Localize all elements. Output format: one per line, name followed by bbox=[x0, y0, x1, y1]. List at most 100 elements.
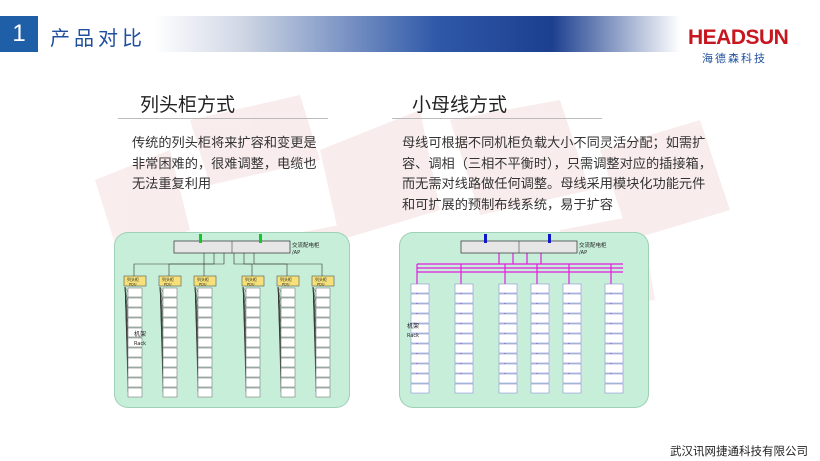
left-rack-unit bbox=[280, 377, 296, 388]
right-rack-unit bbox=[604, 333, 624, 344]
left-rack-label: 机架 bbox=[134, 330, 146, 338]
left-rack-unit bbox=[280, 307, 296, 318]
left-rack-cable bbox=[277, 286, 282, 393]
right-description-line: 母线可根据不同机柜负载大小不同灵活分配；如需扩 bbox=[402, 136, 706, 151]
right-rack-unit bbox=[498, 283, 518, 294]
left-rack-cable bbox=[194, 286, 199, 393]
right-rack-unit bbox=[562, 353, 582, 364]
left-rack-unit bbox=[245, 327, 261, 338]
logo-cn-name: 海德森科技 bbox=[702, 52, 767, 65]
footer-company: 武汉讯网捷通科技有限公司 bbox=[670, 444, 808, 458]
left-rack-unit bbox=[315, 307, 331, 318]
right-rack-unit bbox=[410, 303, 430, 314]
left-description-line: 非常困难的，很难调整，电缆也 bbox=[132, 156, 317, 172]
right-source-sub: /AP bbox=[579, 250, 587, 256]
left-rack-unit bbox=[315, 347, 331, 358]
left-rack-unit bbox=[162, 357, 178, 368]
right-rack-unit bbox=[454, 343, 474, 354]
left-pdu bbox=[311, 275, 335, 287]
right-rack-unit bbox=[498, 313, 518, 324]
left-rack-unit bbox=[245, 367, 261, 378]
right-rack-unit bbox=[604, 313, 624, 324]
right-rack-unit bbox=[454, 283, 474, 294]
left-pdu bbox=[193, 275, 217, 287]
right-rack-unit bbox=[454, 363, 474, 374]
left-pdu-sub: PDU bbox=[317, 283, 325, 287]
left-pdu-label: 列头柜 bbox=[280, 276, 292, 282]
right-rack-unit bbox=[454, 323, 474, 334]
left-rack-unit bbox=[245, 297, 261, 308]
right-rack-unit bbox=[530, 333, 550, 344]
left-rack-unit bbox=[280, 287, 296, 298]
left-pdu bbox=[276, 275, 300, 287]
right-rack-unit bbox=[498, 303, 518, 314]
left-rack-unit bbox=[245, 377, 261, 388]
left-rack-unit bbox=[162, 287, 178, 298]
right-rack-unit bbox=[454, 373, 474, 384]
right-section-title: 小母线方式 bbox=[412, 94, 508, 116]
left-pdu bbox=[158, 275, 182, 287]
left-rack-unit bbox=[197, 337, 213, 348]
right-rack-unit bbox=[604, 363, 624, 374]
left-rack-unit bbox=[162, 377, 178, 388]
left-pdu-sub: PDU bbox=[164, 283, 172, 287]
right-rack-unit bbox=[562, 333, 582, 344]
right-description-line: 和可扩展的预制布线系统，易于扩容 bbox=[402, 197, 613, 213]
left-rack-unit bbox=[127, 297, 143, 308]
left-rack-unit bbox=[197, 307, 213, 318]
right-rack-unit bbox=[498, 383, 518, 394]
right-rack-unit bbox=[498, 363, 518, 374]
company-logo: HEADSUN 海德森科技 bbox=[688, 27, 789, 66]
left-rack-sub: Rack bbox=[134, 341, 146, 347]
right-rack-unit bbox=[498, 353, 518, 364]
right-title-underline bbox=[392, 118, 602, 119]
left-rack-cable bbox=[124, 286, 129, 393]
right-rack-unit bbox=[562, 283, 582, 294]
left-rack-unit bbox=[127, 337, 143, 348]
section-number: 1 bbox=[0, 16, 38, 52]
right-rack-unit bbox=[562, 313, 582, 324]
left-rack-cable bbox=[277, 286, 282, 293]
left-rack-unit bbox=[315, 337, 331, 348]
right-rack-unit bbox=[454, 333, 474, 344]
right-rack-unit bbox=[530, 383, 550, 394]
left-feed-cable bbox=[243, 253, 288, 276]
right-rack-unit bbox=[530, 323, 550, 334]
left-rack-unit bbox=[245, 357, 261, 368]
left-rack-unit bbox=[315, 377, 331, 388]
right-rack-unit bbox=[562, 323, 582, 334]
right-rack-unit bbox=[562, 303, 582, 314]
left-rack-unit bbox=[162, 347, 178, 358]
right-rack-unit bbox=[562, 343, 582, 354]
left-rack-cable bbox=[242, 286, 247, 293]
left-pdu bbox=[123, 275, 147, 287]
left-rack-unit bbox=[245, 287, 261, 298]
right-rack-unit bbox=[530, 353, 550, 364]
left-rack-cable bbox=[124, 286, 129, 293]
right-rack-unit bbox=[498, 333, 518, 344]
left-rack-unit bbox=[127, 317, 143, 328]
left-rack-unit bbox=[280, 367, 296, 378]
left-rack-unit bbox=[197, 327, 213, 338]
left-rack-cable bbox=[312, 286, 317, 293]
left-pdu-sub: PDU bbox=[199, 283, 207, 287]
left-rack-unit bbox=[162, 297, 178, 308]
left-rack-unit bbox=[162, 307, 178, 318]
left-pdu-label: 列头柜 bbox=[197, 276, 209, 282]
left-pdu-sub: PDU bbox=[129, 283, 137, 287]
left-rack-unit bbox=[245, 307, 261, 318]
left-rack-cable bbox=[194, 286, 199, 293]
left-rack-unit bbox=[315, 297, 331, 308]
title-bar bbox=[38, 16, 680, 52]
left-rack-unit bbox=[162, 387, 178, 398]
right-source-label: 交流配电柜 bbox=[579, 241, 607, 249]
right-rack-unit bbox=[604, 353, 624, 364]
right-rack-unit bbox=[498, 343, 518, 354]
left-rack-unit bbox=[280, 317, 296, 328]
left-rack-unit bbox=[197, 387, 213, 398]
right-rack-unit bbox=[498, 373, 518, 384]
right-rack-unit bbox=[454, 303, 474, 314]
right-rack-unit bbox=[454, 383, 474, 394]
right-description: 母线可根据不同机柜负载大小不同灵活分配；如需扩 容、调相（三相不平衡时），只需调… bbox=[402, 134, 712, 216]
right-rack-unit bbox=[604, 283, 624, 294]
